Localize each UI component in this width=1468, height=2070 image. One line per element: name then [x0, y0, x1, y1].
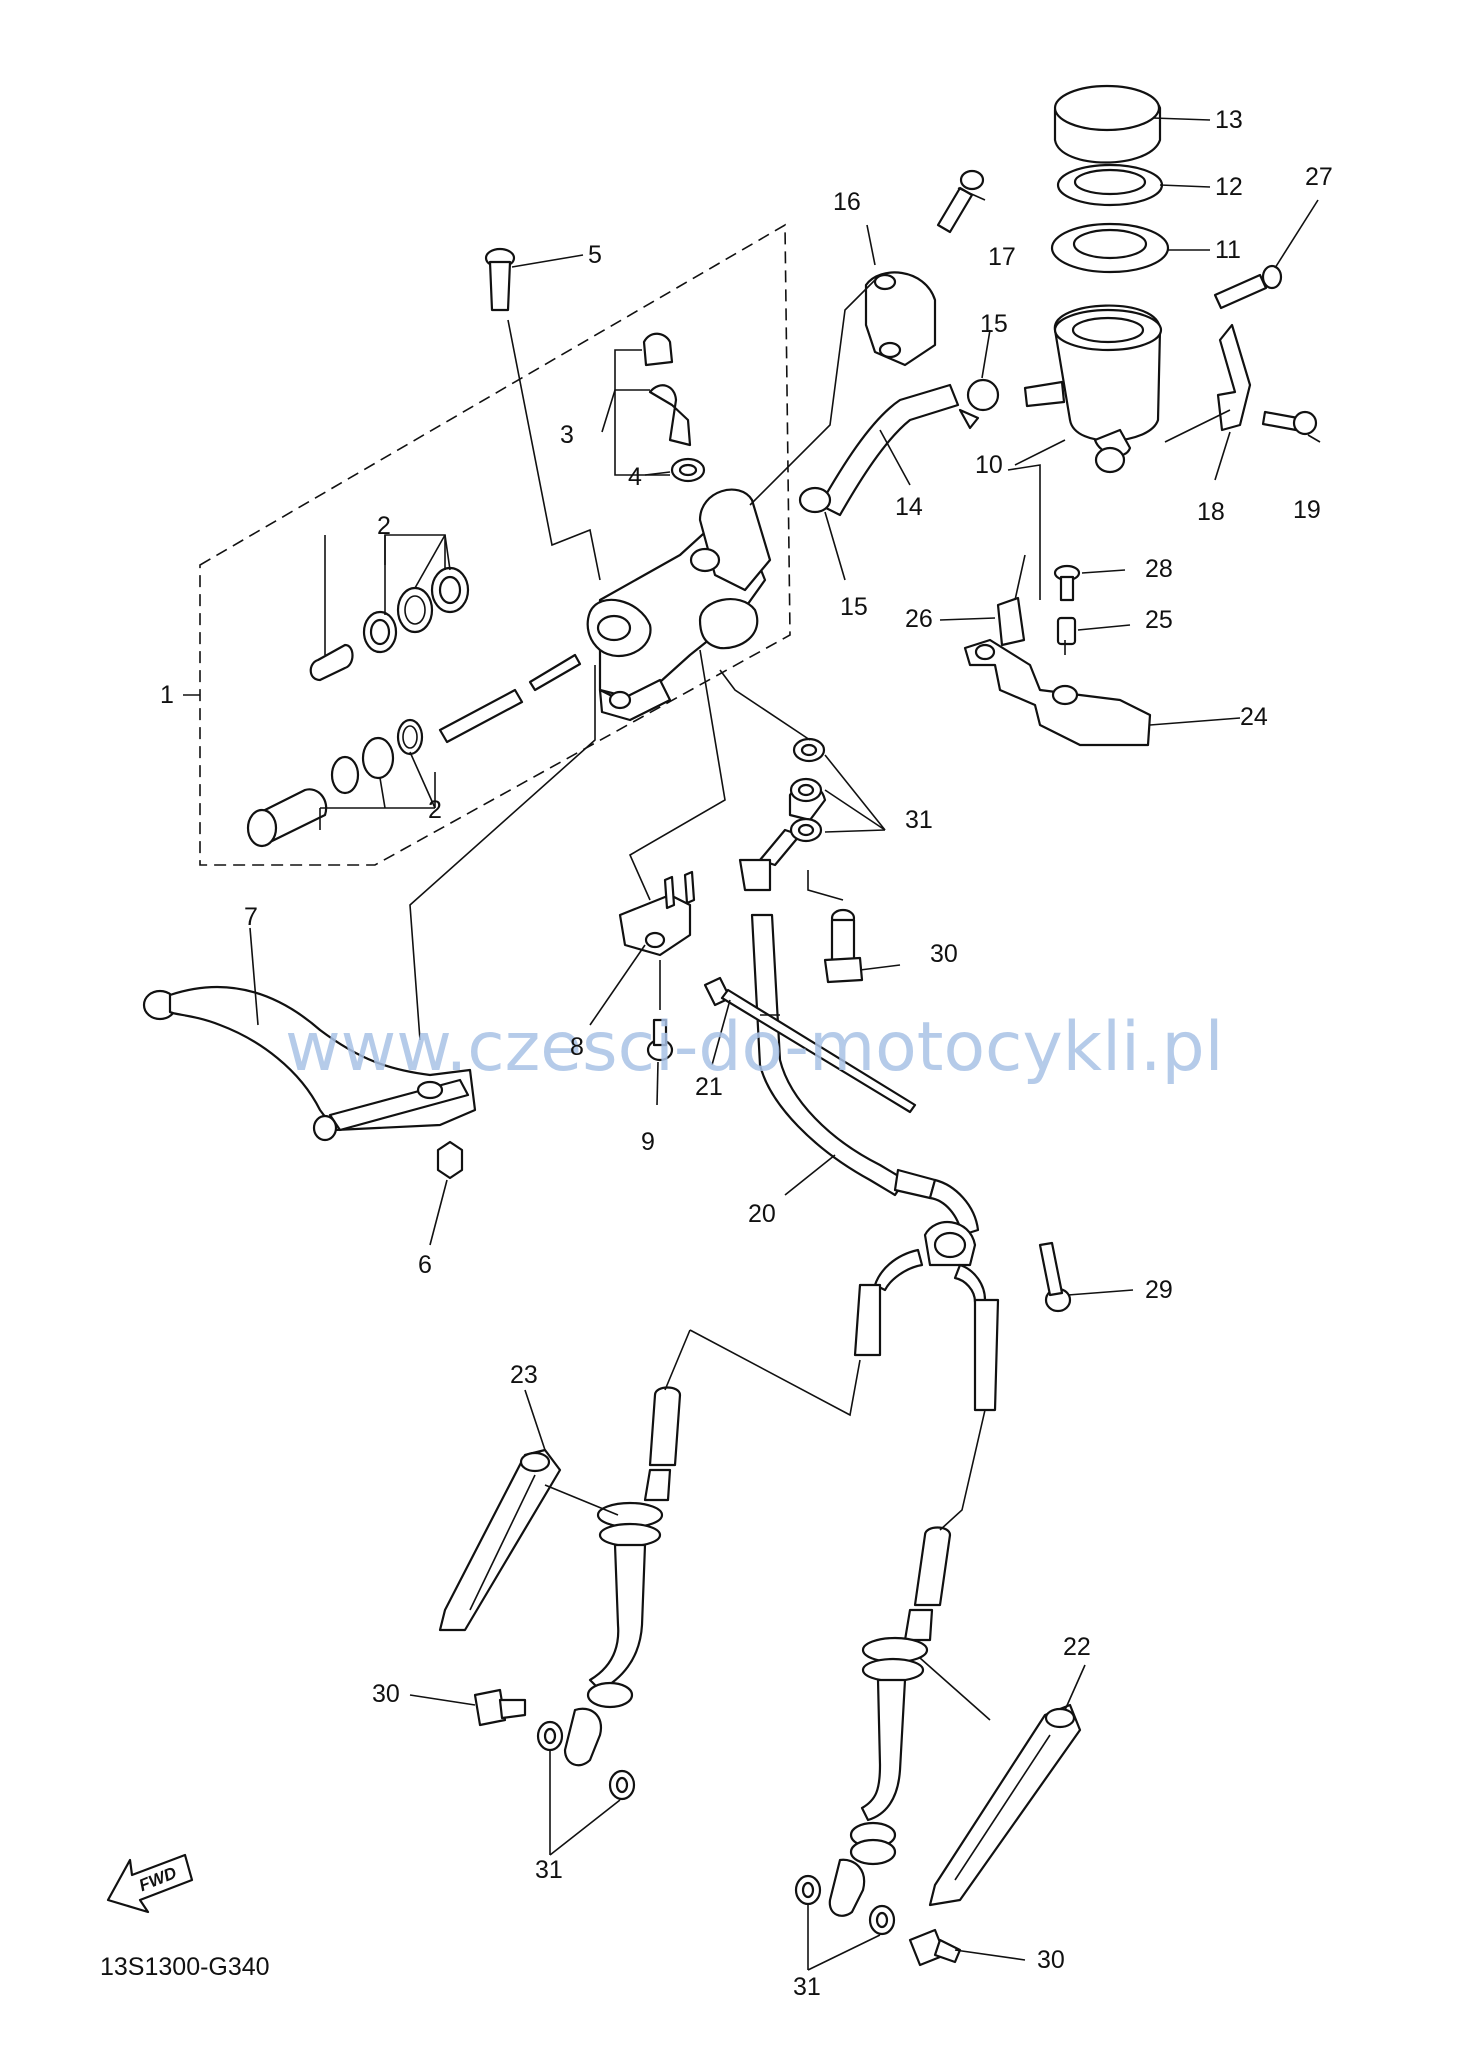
- bleed-screw: [642, 332, 706, 483]
- callout-5: 5: [588, 241, 602, 269]
- diaphragm-plate: [1050, 222, 1170, 274]
- reservoir-cap: [1053, 84, 1162, 164]
- pivot-bolt: [484, 247, 516, 312]
- lever-nut: [436, 1140, 464, 1180]
- callout-30-left: 30: [372, 1680, 400, 1708]
- hose-joint: [923, 1221, 977, 1267]
- callout-9: 9: [641, 1128, 655, 1156]
- assembly-boundary: [199, 223, 791, 866]
- callout-7: 7: [244, 903, 258, 931]
- callout-24: 24: [1240, 703, 1268, 731]
- small-stay: [996, 596, 1026, 647]
- callout-23: 23: [510, 1361, 538, 1389]
- callout-labels: 1 2 2 3 4 5 6 7 8 9 10 11 12 13 14 15 15…: [160, 106, 1333, 2001]
- handlebar-holder: [864, 271, 937, 367]
- union-bolt-right: [908, 1928, 962, 1967]
- fluid-reservoir: [1023, 304, 1163, 474]
- washers-upper: [789, 737, 826, 843]
- leader-lines: [183, 117, 1321, 1971]
- callout-31-upper: 31: [905, 806, 933, 834]
- callout-20: 20: [748, 1200, 776, 1228]
- hose-guide-right: [928, 1703, 1082, 1907]
- piston-kit-upper: [309, 566, 470, 682]
- callout-13: 13: [1215, 106, 1243, 134]
- union-bolt-upper: [823, 908, 864, 984]
- callout-4: 4: [628, 463, 642, 491]
- reservoir-stay: [963, 638, 1152, 747]
- washers-right: [794, 1874, 896, 1936]
- lower-brake-hose-right: [828, 1263, 1000, 1917]
- callout-17: 17: [988, 243, 1016, 271]
- piston-kit-lower: [246, 653, 582, 848]
- callout-31-right: 31: [793, 1973, 821, 2001]
- callout-30-upper: 30: [930, 940, 958, 968]
- callout-10: 10: [975, 451, 1003, 479]
- hose-clamp-upper: [958, 378, 1000, 430]
- callout-21: 21: [695, 1073, 723, 1101]
- switch-screw: [646, 1018, 674, 1062]
- callout-29: 29: [1145, 1276, 1173, 1304]
- reservoir-diaphragm: [1056, 163, 1164, 207]
- stay-collar: [1056, 616, 1077, 646]
- watermark: www.czesci-do-motocykli.pl: [285, 1008, 1224, 1087]
- master-cylinder-body: [586, 488, 772, 722]
- callout-16: 16: [833, 188, 861, 216]
- callout-3: 3: [560, 421, 574, 449]
- callout-27: 27: [1305, 163, 1333, 191]
- callout-26: 26: [905, 605, 933, 633]
- callout-2-upper: 2: [377, 512, 391, 540]
- reservoir-hose: [818, 383, 960, 517]
- callout-19: 19: [1293, 496, 1321, 524]
- callout-8: 8: [570, 1033, 584, 1061]
- callout-11: 11: [1215, 236, 1241, 264]
- joint-bolt: [1038, 1241, 1072, 1313]
- callout-28: 28: [1145, 555, 1173, 583]
- callout-22: 22: [1063, 1633, 1091, 1661]
- callout-14: 14: [895, 493, 923, 521]
- callout-30-right: 30: [1037, 1946, 1065, 1974]
- brake-light-switch: [618, 870, 696, 957]
- union-bolt-left: [473, 1688, 527, 1727]
- callout-6: 6: [418, 1251, 432, 1279]
- callout-15-upper: 15: [980, 310, 1008, 338]
- callout-15-lower: 15: [840, 593, 868, 621]
- stay-screw: [1053, 564, 1081, 602]
- callout-1: 1: [160, 681, 174, 709]
- reservoir-bolt: [1213, 264, 1283, 310]
- callout-12: 12: [1215, 173, 1243, 201]
- link-lines: [409, 274, 1231, 1531]
- callout-31-left: 31: [535, 1856, 563, 1884]
- forward-arrow-icon: FWD: [106, 1853, 194, 1914]
- hose-guide-left: [438, 1448, 562, 1632]
- callout-2-lower: 2: [428, 796, 442, 824]
- reservoir-bracket: [1216, 323, 1252, 432]
- callout-18: 18: [1197, 498, 1225, 526]
- lower-brake-hose-left: [563, 1248, 924, 1767]
- callout-25: 25: [1145, 606, 1173, 634]
- bracket-screw: [1261, 410, 1318, 436]
- diagram-code: 13S1300-G340: [100, 1953, 270, 1981]
- brake-lever: [142, 985, 477, 1142]
- washers-left: [536, 1720, 636, 1801]
- cable-tie: [703, 976, 917, 1114]
- upper-brake-hose: [738, 783, 980, 1237]
- holder-bolt: [936, 169, 985, 234]
- hose-clamp-lower: [798, 486, 832, 514]
